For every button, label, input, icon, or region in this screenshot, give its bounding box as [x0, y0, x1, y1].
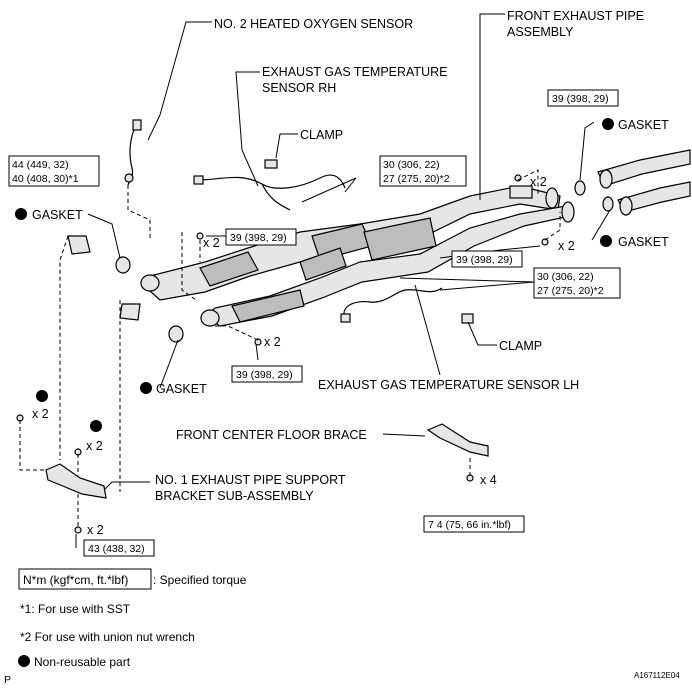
legend-nonreusable-part: Non-reusable part: [34, 655, 131, 669]
qty-brace: x 4: [480, 473, 497, 487]
nonreusable-marker-gasket-right: [600, 235, 612, 247]
label-clamp-top: CLAMP: [300, 128, 343, 142]
label-temp-sensor-rh-line1: EXHAUST GAS TEMPERATURE: [262, 65, 447, 79]
footer-corner-letter: P: [4, 674, 11, 686]
qty-left-top: x 2: [32, 407, 49, 421]
torque-brace-bolt: 7 4 (75, 66 in.*lbf): [423, 515, 525, 533]
label-gasket-left: GASKET: [32, 208, 83, 222]
qty-left-mid: x 2: [86, 439, 103, 453]
qty-lower: x 2: [264, 335, 281, 349]
dashed-guides: [19, 169, 561, 528]
torque-brace-bolt-value: 7 4 (75, 66 in.*lbf): [428, 519, 511, 531]
torque-bolt-top-right: 39 (398, 29): [547, 89, 619, 107]
torque-o2-line1: 44 (449, 32): [12, 159, 69, 171]
torque-bolt-center: 39 (398, 29): [225, 228, 297, 246]
torque-bolt-right-value: 39 (398, 29): [456, 254, 513, 266]
torque-bolt-right: 39 (398, 29): [451, 250, 523, 268]
qty-right: x 2: [558, 239, 575, 253]
torque-bolt-lower-value: 39 (398, 29): [236, 369, 293, 381]
torque-bolt-top-right-value: 39 (398, 29): [552, 93, 609, 105]
label-clamp-bottom: CLAMP: [499, 339, 542, 353]
torque-rh-line2: 27 (275, 20)*2: [383, 173, 450, 185]
torque-lh-sensor: 30 (306, 22) 27 (275, 20)*2: [533, 267, 621, 299]
qty-top-right: x 2: [530, 175, 547, 189]
label-support-bracket-line2: BRACKET SUB-ASSEMBLY: [155, 489, 314, 503]
sensor-wiring: [67, 119, 614, 343]
torque-bracket-bolt: 43 (438, 32): [83, 539, 155, 557]
label-temp-sensor-lh: EXHAUST GAS TEMPERATURE SENSOR LH: [318, 378, 579, 392]
support-bracket-drawing: [16, 414, 107, 534]
legend-torque-unit-box: N*m (kgf*cm, ft.*lbf): [23, 573, 128, 587]
label-support-bracket-line1: NO. 1 EXHAUST PIPE SUPPORT: [155, 473, 346, 487]
nonreusable-marker-bracket-mid: [90, 420, 102, 432]
footer-figure-id: A167112E04: [634, 671, 680, 680]
legend-note-1: *1: For use with SST: [20, 602, 131, 616]
floor-brace-drawing: [426, 423, 489, 482]
label-front-exhaust-pipe-line1: FRONT EXHAUST PIPE: [507, 9, 644, 23]
torque-bolt-lower: 39 (398, 29): [231, 365, 303, 383]
torque-lh-line2: 27 (275, 20)*2: [537, 285, 604, 297]
torque-rh-sensor: 30 (306, 22) 27 (275, 20)*2: [379, 155, 467, 187]
nonreusable-marker-bracket-top: [36, 390, 48, 402]
label-gasket-right: GASKET: [618, 235, 669, 249]
legend-nonreusable-marker: [18, 655, 30, 667]
label-gasket-top-right: GASKET: [618, 118, 669, 132]
nonreusable-marker-gasket-left: [15, 208, 27, 220]
qty-bracket: x 2: [87, 523, 104, 537]
legend-note-2: *2 For use with union nut wrench: [20, 630, 195, 644]
exhaust-pipe-assembly-drawing: [140, 149, 691, 327]
label-front-exhaust-pipe-line2: ASSEMBLY: [507, 25, 574, 39]
torque-lh-line1: 30 (306, 22): [537, 271, 594, 283]
torque-o2-sensor: 44 (449, 32) 40 (408, 30)*1: [8, 155, 100, 187]
nonreusable-marker-gasket-mid: [140, 382, 152, 394]
legend-specified-torque: : Specified torque: [153, 573, 247, 587]
legend: N*m (kgf*cm, ft.*lbf) : Specified torque…: [18, 568, 247, 669]
label-temp-sensor-rh-line2: SENSOR RH: [262, 81, 336, 95]
qty-center: x 2: [203, 236, 220, 250]
torque-rh-line1: 30 (306, 22): [383, 159, 440, 171]
torque-o2-line2: 40 (408, 30)*1: [12, 173, 79, 185]
label-front-center-floor-brace: FRONT CENTER FLOOR BRACE: [176, 428, 367, 442]
label-no2-heated-oxygen-sensor: NO. 2 HEATED OXYGEN SENSOR: [214, 17, 413, 31]
torque-bracket-bolt-value: 43 (438, 32): [88, 543, 145, 555]
label-gasket-mid: GASKET: [156, 382, 207, 396]
nonreusable-marker-gasket-top-right: [602, 118, 614, 130]
bolts: [196, 174, 549, 346]
torque-bolt-center-value: 39 (398, 29): [230, 232, 287, 244]
